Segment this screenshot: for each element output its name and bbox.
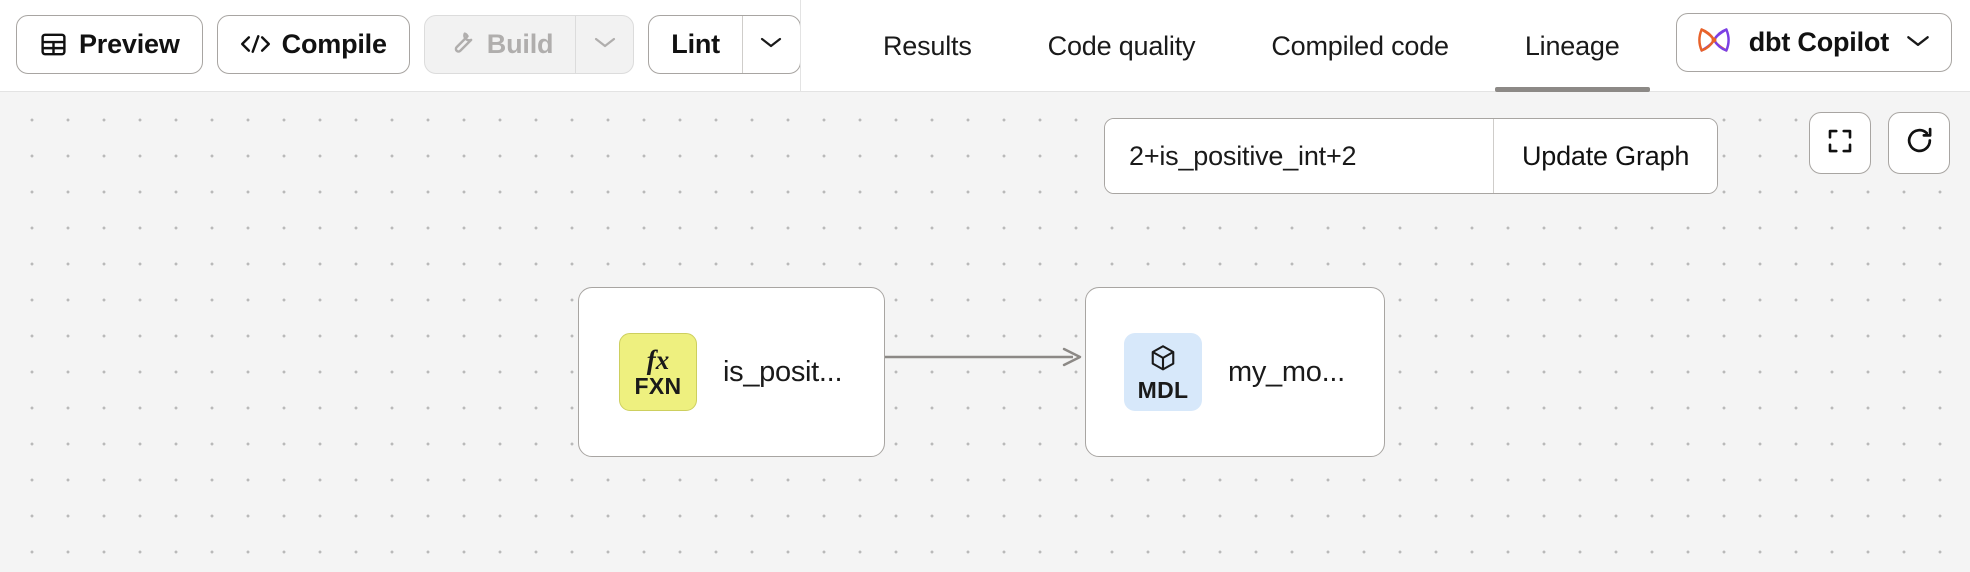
dbt-copilot-label: dbt Copilot: [1748, 27, 1889, 57]
node-badge-fxn-code: FXN: [634, 372, 682, 399]
code-icon: [240, 31, 271, 57]
table-icon: [39, 30, 68, 59]
tab-results[interactable]: Results: [845, 0, 1010, 92]
build-button: Build: [425, 16, 576, 73]
top-toolbar: Preview Compile: [0, 0, 1970, 92]
node-badge-mdl: MDL: [1124, 333, 1202, 411]
lint-dropdown-toggle[interactable]: [741, 15, 800, 73]
build-button-group: Build: [423, 14, 635, 74]
lineage-edge: [880, 347, 1082, 367]
fx-icon: fx: [646, 344, 670, 375]
node-label-fxn: is_posit...: [723, 355, 843, 388]
canvas-tool-group: [1809, 112, 1950, 174]
tab-lineage[interactable]: Lineage: [1487, 0, 1658, 92]
preview-button-label: Preview: [79, 28, 180, 59]
refresh-button[interactable]: [1888, 112, 1950, 174]
lint-button-group: Lint: [648, 14, 801, 74]
fit-to-screen-button[interactable]: [1809, 112, 1871, 174]
compile-button-label: Compile: [281, 28, 387, 59]
wrench-icon: [447, 26, 476, 62]
chevron-down-icon: [1905, 33, 1931, 53]
compile-button[interactable]: Compile: [216, 14, 410, 74]
tab-bar: Results Code quality Compiled code Linea…: [845, 0, 1658, 92]
cube-icon: [1148, 343, 1178, 378]
action-button-group: Preview Compile: [16, 13, 801, 75]
tab-code-quality[interactable]: Code quality: [1010, 0, 1234, 92]
graph-selector-input[interactable]: [1105, 119, 1493, 193]
fit-to-screen-icon: [1825, 126, 1855, 161]
lineage-node-is-positive-int[interactable]: fx FXN is_posit...: [578, 287, 885, 457]
node-badge-fxn: fx FXN: [619, 333, 697, 411]
dbt-copilot-button[interactable]: dbt Copilot: [1675, 13, 1952, 72]
tab-compiled-code[interactable]: Compiled code: [1233, 0, 1487, 92]
tab-code-quality-label: Code quality: [1047, 30, 1196, 61]
build-button-label: Build: [486, 28, 554, 59]
update-graph-label: Update Graph: [1522, 140, 1690, 171]
tab-lineage-label: Lineage: [1524, 30, 1620, 61]
node-label-mdl: my_mo...: [1228, 355, 1345, 388]
dbt-copilot-icon: [1695, 21, 1733, 64]
build-dropdown-toggle: [575, 15, 633, 73]
toolbar-divider: [800, 0, 801, 92]
lint-button[interactable]: Lint: [649, 16, 742, 73]
preview-button[interactable]: Preview: [16, 14, 203, 74]
chevron-down-icon: [593, 35, 617, 54]
tab-compiled-code-label: Compiled code: [1271, 30, 1449, 61]
chevron-down-icon: [759, 35, 783, 54]
refresh-icon: [1904, 125, 1935, 161]
tab-results-label: Results: [883, 30, 972, 61]
update-graph-button[interactable]: Update Graph: [1493, 119, 1718, 193]
lineage-canvas[interactable]: Update Graph: [0, 92, 1970, 572]
lineage-node-my-model[interactable]: MDL my_mo...: [1085, 287, 1385, 457]
graph-controls: Update Graph: [1104, 118, 1719, 194]
lint-button-label: Lint: [671, 28, 720, 59]
node-badge-mdl-code: MDL: [1137, 376, 1189, 403]
